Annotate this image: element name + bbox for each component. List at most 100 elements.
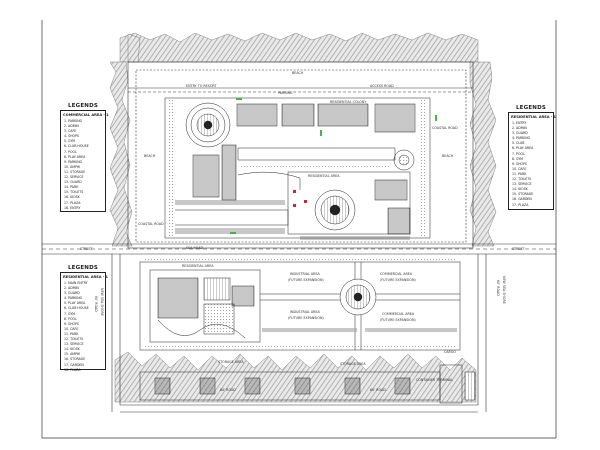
legend-item: 11. PARK [512, 171, 527, 176]
label-commercial-area-1: COMMERCIAL AREA [380, 272, 413, 276]
legend-item: 1. ENTRY [512, 121, 527, 125]
legend-title: LEGENDS [515, 105, 547, 111]
legend-item: 5. CLUB [512, 141, 525, 146]
legend-item: 14. PARK [64, 185, 79, 190]
legend-item: 4. PARKING [64, 296, 83, 301]
label-cargo: CARGO [444, 350, 456, 354]
label-commercial-area-2-sub: (FUTURE EXPANSION) [380, 318, 416, 322]
legend-item: 18. PLAZA [64, 367, 81, 372]
legend-item: 3. GUARD [512, 131, 528, 136]
tree-rows-bottom [145, 258, 457, 348]
legend-item: 10. CAFE [512, 166, 527, 171]
storage-row [139, 364, 476, 404]
label-sea-road: SEA ROAD [186, 246, 204, 250]
legend-item: 12. SERVICE [64, 175, 84, 180]
legend-item: 11. PARK [64, 331, 79, 336]
legend-item: 16. STORAGE [64, 357, 86, 362]
legend-item: 16. GARDEN [512, 197, 532, 202]
label-industrial-area-2-sub: (FUTURE EXPANSION) [288, 316, 324, 320]
legend-item: 1. PARKING [64, 119, 83, 123]
legend-subtitle: RESIDENTIAL AREA - 1 [63, 275, 108, 279]
legend-item: 4. SHOPS [64, 134, 79, 139]
label-right-road: 60' ROAD [496, 280, 500, 296]
label-industrial-area: INDUSTRIAL AREA [290, 272, 320, 276]
legend-item: 1. MAIN ENTRY [64, 281, 88, 285]
label-left-road: 60' ROAD [94, 296, 98, 312]
legend-item: 13. SERVICE [64, 342, 84, 347]
legend-item: 2. ADMIN [64, 286, 79, 291]
legend-item: 17. GARDEN [64, 362, 84, 367]
legend-title: LEGENDS [67, 265, 99, 271]
legend-item: 8. POOL [64, 316, 77, 321]
legend-item: 6. CLUB HOUSE [64, 144, 89, 149]
legend-item: 2. ADMIN [512, 126, 527, 131]
legend-item: 9. SHOPS [512, 161, 527, 166]
label-street-right: STREET [512, 247, 525, 251]
legend-item: 7. POOL [64, 149, 77, 154]
roundabout [260, 262, 460, 350]
legend-item: 14. KIOSK [64, 347, 80, 352]
legend-item: 5. PLAY AREA [64, 301, 86, 306]
label-beach-left: BEACH [144, 154, 156, 158]
legend-item: 4. PARKING [512, 136, 531, 141]
label-coastal-road-left: COASTAL ROAD [138, 222, 164, 226]
legend-item: 12. TOILETS [64, 337, 84, 342]
label-avenue-2: 60' ROAD [370, 388, 386, 392]
legend-item: 9. PARKING [64, 159, 83, 164]
legend-subtitle: COMMERCIAL AREA - 1 [63, 113, 109, 117]
legend-item: 14. KIOSK [512, 187, 528, 192]
road-network [42, 61, 556, 413]
legend-item: 17. PLAZA [64, 200, 81, 205]
legend-item: 17. PLAZA [512, 202, 529, 207]
drawing-frame [41, 20, 557, 439]
label-parking-top: PARKING [278, 91, 293, 95]
legend-item: 11. STORAGE [64, 169, 86, 174]
legend-item: 12. TOILETS [512, 177, 532, 182]
legend-items: 1. ENTRY 2. ADMIN 3. GUARD 4. PARKING 5.… [512, 121, 552, 208]
tree-clusters [168, 98, 426, 240]
label-storage-area: STORAGE AREA [218, 360, 244, 364]
label-coastal-road-top: COASTAL ROAD [432, 126, 458, 130]
legend-item: 3. GUARD [64, 291, 80, 296]
legend-items: 1. PARKING 2. ADMIN 3. CAFE 4. SHOPS 5. … [64, 119, 104, 211]
legend-item: 18. ENTRY [64, 205, 81, 210]
legend-item: 6. PLAY AREA [512, 146, 534, 151]
red-markers [293, 190, 307, 207]
legend-item: 16. KIOSK [64, 195, 80, 200]
legend-right: LEGENDS RESIDENTIAL AREA - 1 1. ENTRY 2.… [508, 105, 556, 210]
label-avenue-1: 60' ROAD [220, 388, 236, 392]
label-residential-area-top: RESIDENTIAL AREA [308, 174, 340, 178]
label-commercial-area-1-sub: (FUTURE EXPANSION) [380, 278, 416, 282]
legend-item: 10. CAFE [64, 326, 79, 331]
label-entry-to-resort: ENTRY TO RESORT [186, 84, 217, 88]
green-paths [230, 98, 437, 234]
label-beach-right: BEACH [442, 154, 454, 158]
label-beach-top: BEACH [292, 71, 304, 75]
label-residential-colony: RESIDENTIAL COLONY [330, 100, 367, 104]
legend-item: 9. SHOPS [64, 321, 79, 326]
label-container-terminal: CONTAINER TERMINAL [416, 378, 453, 382]
label-sea-shore-right: NEW SEA SHORE [502, 276, 506, 304]
legend-title: LEGENDS [67, 103, 99, 109]
label-future-expansion: (FUTURE EXPANSION) [288, 278, 324, 282]
label-storage-area-2: STORAGE AREA [340, 362, 366, 366]
legend-item: 15. STORAGE [512, 192, 534, 197]
legend-item: 7. POOL [512, 151, 525, 156]
legend-item: 7. GYM [64, 311, 76, 316]
legend-item: 13. GUARD [64, 180, 82, 185]
label-street-left: STREET [80, 247, 93, 251]
legend-item: 15. TOILETS [64, 190, 84, 195]
legend-item: 8. GYM [512, 156, 524, 161]
label-commercial-area-2: COMMERCIAL AREA [382, 312, 415, 316]
resort-complex [164, 97, 431, 239]
legend-item: 8. PLAY AREA [64, 154, 86, 159]
label-industrial-area-2: INDUSTRIAL AREA [290, 310, 320, 314]
legend-item: 6. CLUB HOUSE [64, 306, 89, 311]
legend-item: 15. AMPHI [64, 352, 81, 357]
legend-items: 1. MAIN ENTRY 2. ADMIN 3. GUARD 4. PARKI… [64, 281, 104, 373]
label-residential-area-bottom: RESIDENTIAL AREA [182, 264, 214, 268]
legend-item: 10. AMPHI [64, 164, 81, 169]
legend-left-top: LEGENDS COMMERCIAL AREA - 1 1. PARKING 2… [60, 103, 109, 212]
label-sea-shore-left: NEW SEA SHORE [100, 288, 104, 316]
